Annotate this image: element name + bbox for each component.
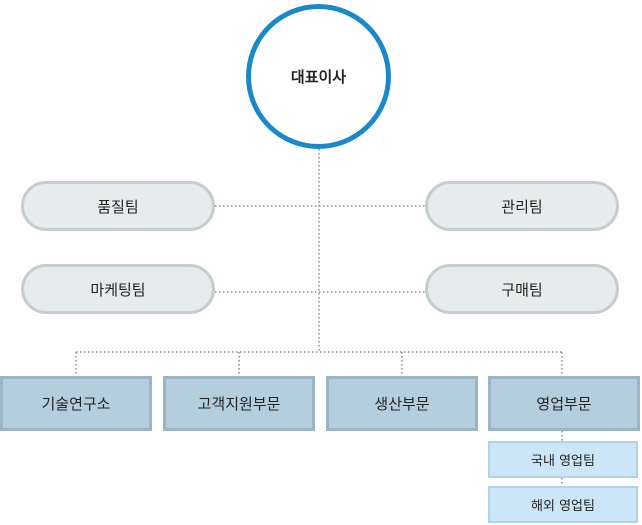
- overseas-sales-team-node: 해외 영업팀: [488, 486, 638, 523]
- domestic-sales-team-node: 국내 영업팀: [488, 441, 638, 478]
- sales-division-node: 영업부문: [488, 376, 640, 431]
- quality-team-label: 품질팀: [97, 197, 139, 216]
- customer-support-division-label: 고객지원부문: [197, 395, 281, 413]
- customer-support-division-node: 고객지원부문: [163, 376, 315, 431]
- purchasing-team-node: 구매팀: [425, 264, 619, 314]
- sales-division-label: 영업부문: [536, 395, 592, 413]
- rnd-center-label: 기술연구소: [41, 395, 111, 413]
- ceo-node: 대표이사: [246, 4, 391, 149]
- production-division-node: 생산부문: [326, 376, 478, 431]
- ceo-label: 대표이사: [290, 68, 347, 86]
- quality-team-node: 품질팀: [21, 181, 215, 231]
- production-division-label: 생산부문: [374, 395, 430, 413]
- management-team-label: 관리팀: [501, 197, 543, 216]
- management-team-node: 관리팀: [425, 181, 619, 231]
- marketing-team-label: 마케팅팀: [90, 280, 146, 299]
- marketing-team-node: 마케팅팀: [21, 264, 215, 314]
- purchasing-team-label: 구매팀: [501, 280, 543, 299]
- overseas-sales-team-label: 해외 영업팀: [531, 499, 595, 514]
- rnd-center-node: 기술연구소: [0, 376, 152, 431]
- domestic-sales-team-label: 국내 영업팀: [531, 454, 595, 469]
